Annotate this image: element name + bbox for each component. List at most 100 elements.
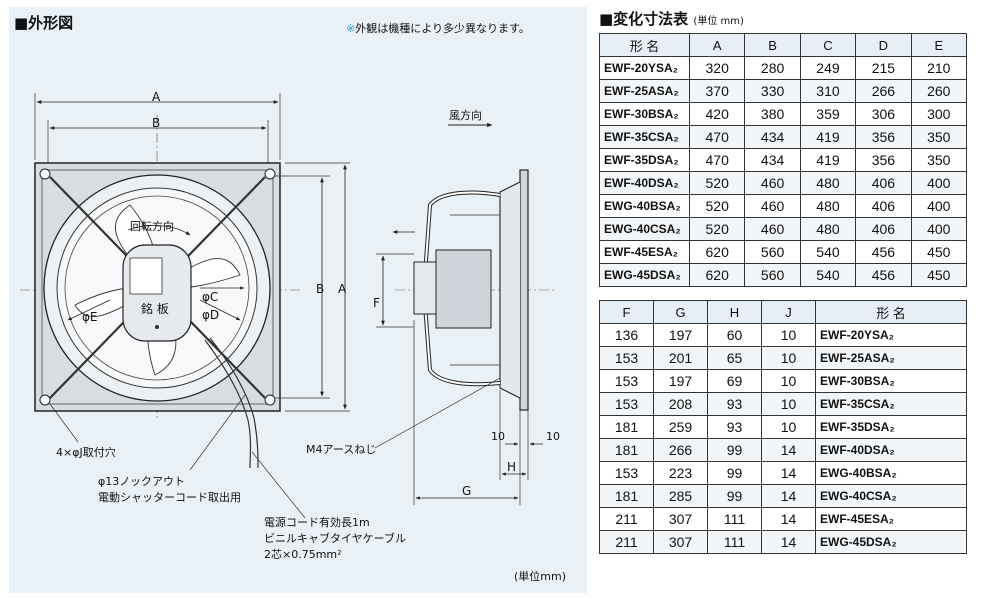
value-cell: 10: [761, 392, 816, 416]
value-cell: 69: [707, 369, 762, 393]
value-cell: 400: [910, 194, 968, 218]
value-cell: 350: [910, 125, 968, 149]
column-header: D: [855, 33, 912, 57]
value-cell: 10: [761, 369, 816, 393]
wind-label: 風方向: [449, 109, 482, 122]
outline-title: ■外形図: [14, 14, 74, 32]
model-cell: EWF-40DSA₂: [599, 171, 690, 195]
value-cell: 380: [744, 102, 801, 126]
model-cell: EWF-20YSA₂: [815, 323, 967, 347]
column-header: F: [599, 300, 654, 324]
model-cell: EWF-45ESA₂: [815, 507, 967, 531]
dim-a-top: A: [152, 90, 161, 104]
knockout-label-2: 電動シャッターコード取出用: [98, 491, 241, 504]
value-cell: 99: [707, 484, 762, 508]
model-cell: EWG-40CSA₂: [815, 484, 967, 508]
model-cell: EWF-45ESA₂: [599, 240, 690, 264]
model-cell: EWF-25ASA₂: [815, 346, 967, 370]
value-cell: 153: [599, 461, 654, 485]
value-cell: 285: [653, 484, 708, 508]
note-text: 外観は機種により多少異なります。: [355, 22, 530, 35]
model-cell: EWG-40CSA₂: [599, 217, 690, 241]
value-cell: 470: [688, 125, 746, 149]
value-cell: 208: [653, 392, 708, 416]
note-mark: ※: [346, 22, 356, 35]
value-cell: 370: [688, 79, 746, 103]
value-cell: 450: [910, 240, 968, 264]
dim-10-right: 10: [546, 430, 560, 443]
value-cell: 480: [799, 194, 857, 218]
value-cell: 266: [855, 79, 912, 103]
model-cell: EWF-35CSA₂: [815, 392, 967, 416]
column-header: 形 名: [599, 33, 690, 57]
value-cell: 260: [910, 79, 968, 103]
dim-a-side: A: [338, 282, 347, 296]
value-cell: 306: [855, 102, 912, 126]
value-cell: 197: [653, 369, 708, 393]
value-cell: 201: [653, 346, 708, 370]
value-cell: 14: [761, 484, 816, 508]
dim-b-top: B: [152, 116, 161, 130]
column-header: C: [799, 33, 857, 57]
value-cell: 460: [744, 217, 801, 241]
value-cell: 460: [744, 194, 801, 218]
value-cell: 300: [910, 102, 968, 126]
value-cell: 434: [744, 125, 801, 149]
value-cell: 197: [653, 323, 708, 347]
value-cell: 359: [799, 102, 857, 126]
value-cell: 99: [707, 461, 762, 485]
table-title-text: ■変化寸法表: [599, 10, 689, 28]
value-cell: 153: [599, 392, 654, 416]
dim-f: F: [373, 296, 380, 310]
model-cell: EWF-35CSA₂: [599, 125, 690, 149]
value-cell: 93: [707, 415, 762, 439]
dim-h: H: [507, 460, 517, 474]
rotation-label: 回転方向: [130, 220, 174, 233]
value-cell: 14: [761, 530, 816, 554]
value-cell: 215: [855, 56, 912, 80]
value-cell: 14: [761, 461, 816, 485]
dim-c: φC: [202, 290, 219, 304]
value-cell: 470: [688, 148, 746, 172]
column-header: E: [910, 33, 968, 57]
table-title: ■変化寸法表 (単位 mm): [599, 8, 744, 29]
value-cell: 406: [855, 217, 912, 241]
value-cell: 520: [688, 217, 746, 241]
value-cell: 356: [855, 148, 912, 172]
model-cell: EWF-25ASA₂: [599, 79, 690, 103]
value-cell: 520: [688, 194, 746, 218]
value-cell: 450: [910, 263, 968, 287]
value-cell: 223: [653, 461, 708, 485]
value-cell: 211: [599, 530, 654, 554]
model-cell: EWF-30BSA₂: [599, 102, 690, 126]
value-cell: 540: [799, 240, 857, 264]
column-header: J: [761, 300, 816, 324]
value-cell: 280: [744, 56, 801, 80]
holes-label: 4×φJ取付穴: [56, 446, 116, 459]
model-cell: EWF-35DSA₂: [599, 148, 690, 172]
value-cell: 111: [707, 507, 762, 531]
value-cell: 111: [707, 530, 762, 554]
value-cell: 65: [707, 346, 762, 370]
value-cell: 93: [707, 392, 762, 416]
value-cell: 307: [653, 530, 708, 554]
value-cell: 211: [599, 507, 654, 531]
value-cell: 400: [910, 171, 968, 195]
value-cell: 560: [744, 263, 801, 287]
dim-d: φD: [202, 308, 220, 322]
